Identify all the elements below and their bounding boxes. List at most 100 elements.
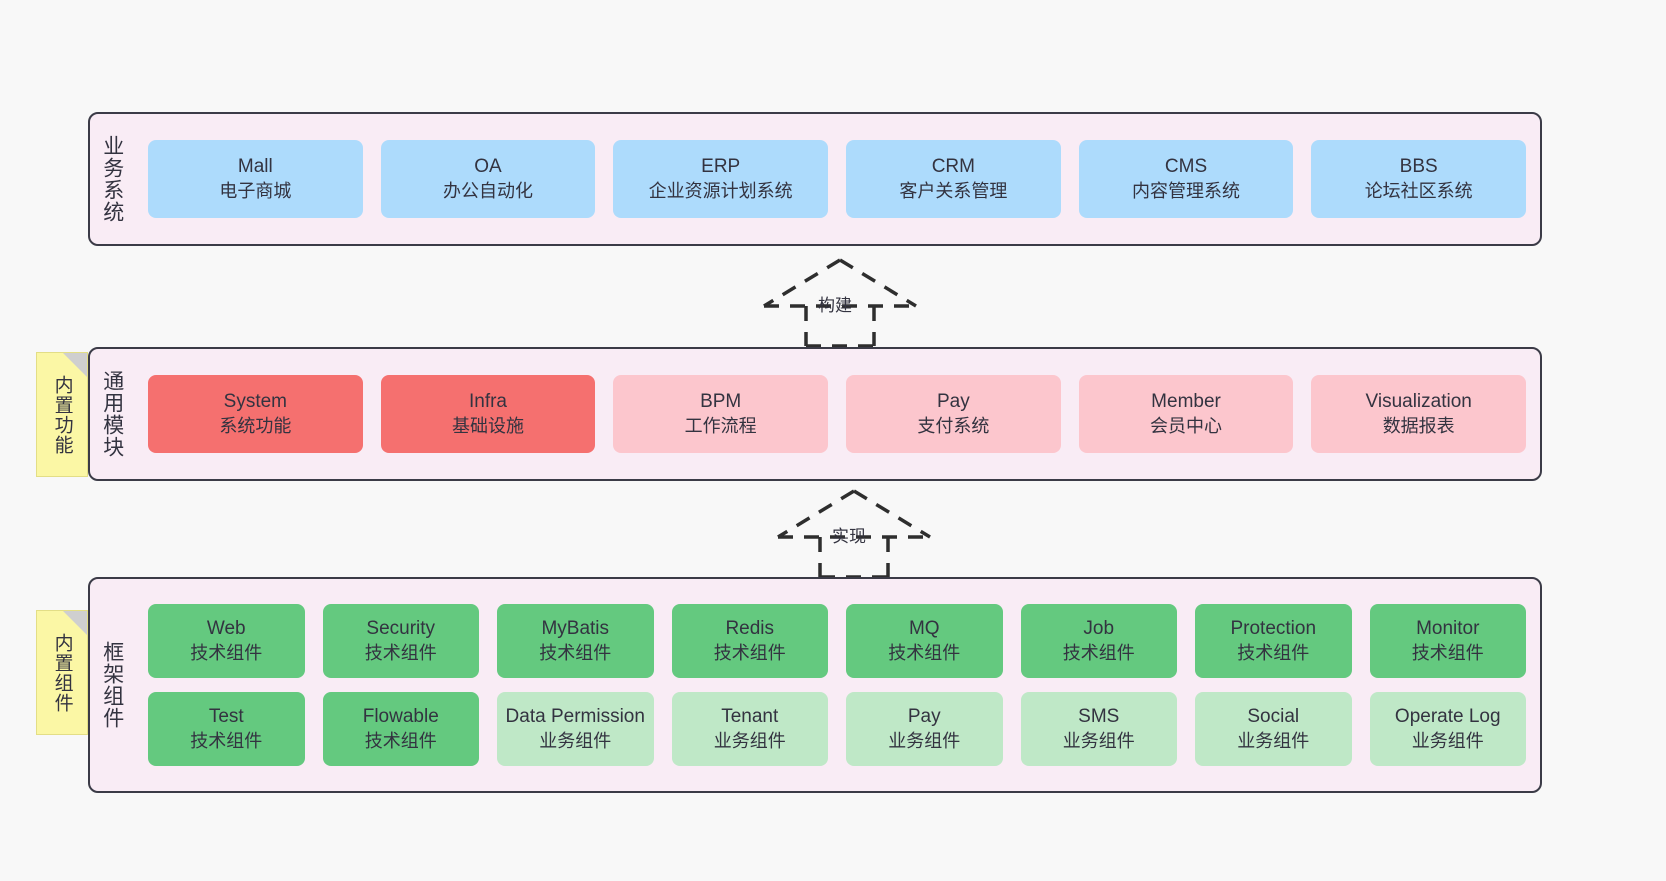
common-node-row: System 系统功能 Infra 基础设施 BPM 工作流程 Pay 支付系统…	[148, 375, 1527, 453]
arrow-build-label: 构建	[818, 296, 852, 315]
node-web-cn: 技术组件	[190, 642, 263, 663]
node-sms[interactable]: SMS 业务组件	[1020, 692, 1177, 766]
node-bpm[interactable]: BPM 工作流程	[613, 375, 829, 453]
node-pay-component-en: Pay	[907, 706, 941, 728]
node-bbs-en: BBS	[1399, 156, 1438, 178]
node-redis-en: Redis	[725, 618, 775, 640]
node-sms-cn: 业务组件	[1062, 730, 1135, 751]
node-redis-cn: 技术组件	[713, 642, 786, 663]
framework-business-row: Test 技术组件 Flowable 技术组件 Data Permission …	[148, 692, 1526, 766]
node-mq[interactable]: MQ 技术组件	[846, 604, 1003, 678]
node-protection-cn: 技术组件	[1237, 642, 1310, 663]
node-bbs-cn: 论坛社区系统	[1364, 180, 1473, 201]
node-system-cn: 系统功能	[219, 415, 292, 436]
node-mall-cn: 电子商城	[219, 180, 292, 201]
node-pay-module-cn: 支付系统	[917, 415, 990, 436]
node-bpm-cn: 工作流程	[684, 415, 757, 436]
node-tenant[interactable]: Tenant 业务组件	[671, 692, 828, 766]
note-builtin-components: 内置组件	[36, 610, 88, 735]
node-infra-cn: 基础设施	[452, 415, 524, 436]
node-monitor-cn: 技术组件	[1411, 642, 1484, 663]
node-cms[interactable]: CMS 内容管理系统	[1078, 140, 1294, 218]
layer-common-modules: 通用模块 System 系统功能 Infra 基础设施 BPM 工作流程 Pay…	[88, 347, 1542, 481]
node-pay-module-en: Pay	[936, 391, 970, 413]
layer-business-system: 业务系统 Mall 电子商城 OA 办公自动化 ERP 企业资源计划系统 CRM…	[88, 112, 1542, 246]
layer-title-common: 通用模块	[100, 370, 124, 458]
node-mybatis[interactable]: MyBatis 技术组件	[497, 604, 654, 678]
node-data-permission-en: Data Permission	[505, 706, 645, 728]
node-visualization-en: Visualization	[1365, 391, 1472, 413]
node-web[interactable]: Web 技术组件	[148, 604, 305, 678]
layer-framework-components: 框架组件 Web 技术组件 Security 技术组件 MyBatis 技术组件…	[88, 577, 1542, 793]
node-visualization[interactable]: Visualization 数据报表	[1311, 375, 1527, 453]
layer-body-framework: Web 技术组件 Security 技术组件 MyBatis 技术组件 Redi…	[134, 579, 1540, 791]
node-crm-en: CRM	[931, 156, 975, 178]
arrow-implement: 实现	[770, 489, 950, 579]
node-operate-log-cn: 业务组件	[1411, 730, 1484, 751]
node-security-en: Security	[366, 618, 436, 640]
layer-body-common: System 系统功能 Infra 基础设施 BPM 工作流程 Pay 支付系统…	[134, 349, 1540, 479]
node-system-en: System	[223, 391, 288, 413]
node-test[interactable]: Test 技术组件	[148, 692, 305, 766]
node-social-en: Social	[1247, 706, 1300, 728]
node-test-cn: 技术组件	[190, 730, 263, 751]
node-web-en: Web	[206, 618, 246, 640]
node-security[interactable]: Security 技术组件	[322, 604, 479, 678]
node-monitor-en: Monitor	[1416, 618, 1480, 640]
node-cms-en: CMS	[1164, 156, 1208, 178]
node-data-permission-cn: 业务组件	[539, 730, 612, 751]
node-member[interactable]: Member 会员中心	[1078, 375, 1294, 453]
node-pay-component[interactable]: Pay 业务组件	[846, 692, 1003, 766]
node-crm-cn: 客户关系管理	[899, 180, 1008, 201]
framework-tech-row: Web 技术组件 Security 技术组件 MyBatis 技术组件 Redi…	[148, 604, 1526, 678]
node-cms-cn: 内容管理系统	[1132, 180, 1241, 201]
note-builtin-features: 内置功能	[36, 352, 88, 477]
node-flowable[interactable]: Flowable 技术组件	[322, 692, 479, 766]
node-erp-cn: 企业资源计划系统	[648, 180, 793, 201]
node-security-cn: 技术组件	[364, 642, 437, 663]
node-mybatis-cn: 技术组件	[539, 642, 612, 663]
node-social[interactable]: Social 业务组件	[1195, 692, 1352, 766]
node-system[interactable]: System 系统功能	[148, 375, 363, 453]
node-job-en: Job	[1083, 618, 1115, 640]
node-social-cn: 业务组件	[1237, 730, 1310, 751]
node-erp-en: ERP	[701, 156, 741, 178]
node-data-permission[interactable]: Data Permission 业务组件	[497, 692, 654, 766]
node-job[interactable]: Job 技术组件	[1020, 604, 1177, 678]
node-mall-en: Mall	[237, 156, 273, 178]
layer-title-business: 业务系统	[100, 135, 124, 223]
layer-title-framework: 框架组件	[100, 641, 124, 729]
node-member-cn: 会员中心	[1150, 415, 1223, 436]
node-crm[interactable]: CRM 客户关系管理	[846, 140, 1061, 218]
business-node-row: Mall 电子商城 OA 办公自动化 ERP 企业资源计划系统 CRM 客户关系…	[148, 140, 1527, 218]
node-flowable-en: Flowable	[362, 706, 439, 728]
node-tenant-en: Tenant	[721, 706, 779, 728]
node-flowable-cn: 技术组件	[364, 730, 437, 751]
node-pay-module[interactable]: Pay 支付系统	[846, 375, 1061, 453]
node-protection-en: Protection	[1230, 618, 1317, 640]
node-mall[interactable]: Mall 电子商城	[148, 140, 363, 218]
node-infra[interactable]: Infra 基础设施	[380, 375, 596, 453]
node-pay-component-cn: 业务组件	[888, 730, 961, 751]
node-erp[interactable]: ERP 企业资源计划系统	[613, 140, 829, 218]
arrow-build: 构建	[756, 258, 936, 348]
node-oa[interactable]: OA 办公自动化	[380, 140, 596, 218]
node-infra-en: Infra	[468, 391, 508, 413]
node-member-en: Member	[1151, 391, 1221, 413]
node-protection[interactable]: Protection 技术组件	[1195, 604, 1352, 678]
node-mybatis-en: MyBatis	[541, 618, 610, 640]
layer-body-business: Mall 电子商城 OA 办公自动化 ERP 企业资源计划系统 CRM 客户关系…	[134, 114, 1540, 244]
node-operate-log[interactable]: Operate Log 业务组件	[1369, 692, 1526, 766]
node-test-en: Test	[208, 706, 244, 728]
node-bbs[interactable]: BBS 论坛社区系统	[1311, 140, 1527, 218]
node-bpm-en: BPM	[700, 391, 742, 413]
node-mq-cn: 技术组件	[888, 642, 961, 663]
node-monitor[interactable]: Monitor 技术组件	[1369, 604, 1526, 678]
node-sms-en: SMS	[1078, 706, 1120, 728]
node-redis[interactable]: Redis 技术组件	[671, 604, 828, 678]
node-oa-en: OA	[474, 156, 502, 178]
note-builtin-features-label: 内置功能	[51, 374, 73, 455]
node-visualization-cn: 数据报表	[1382, 415, 1455, 436]
node-tenant-cn: 业务组件	[713, 730, 786, 751]
